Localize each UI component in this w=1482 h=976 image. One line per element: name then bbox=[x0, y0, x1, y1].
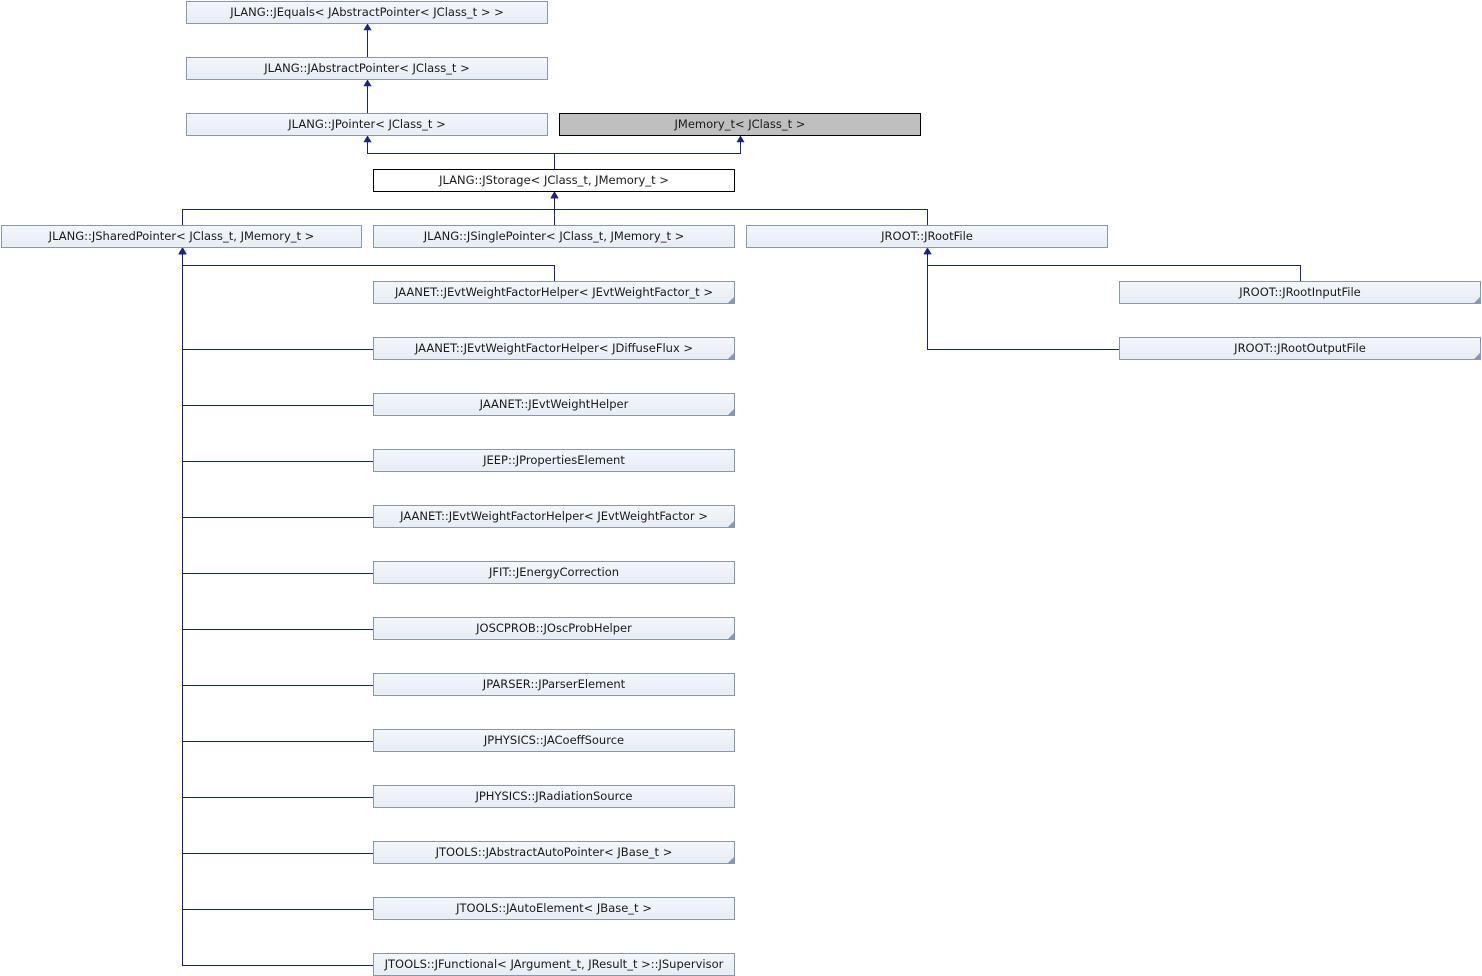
inheritance-edge bbox=[182, 254, 373, 910]
inheritance-edge bbox=[182, 254, 373, 518]
edge-arrowhead bbox=[363, 79, 372, 87]
node-jaanet-jevtweighthelper[interactable]: JAANET::JEvtWeightHelper bbox=[373, 393, 735, 416]
truncated-corner-icon bbox=[728, 409, 734, 415]
node-jroot-jrootinputfile[interactable]: JROOT::JRootInputFile bbox=[1119, 281, 1481, 304]
node-jlang-jstorage: JLANG::JStorage< JClass_t, JMemory_t > bbox=[373, 169, 735, 192]
node-jtools-jfunctional-jsupervisor[interactable]: JTOOLS::JFunctional< JArgument_t, JResul… bbox=[373, 953, 735, 976]
inheritance-edge bbox=[182, 254, 373, 686]
node-jmemory-t: JMemory_t< JClass_t > bbox=[559, 113, 921, 136]
node-label: JAANET::JEvtWeightHelper bbox=[479, 397, 629, 411]
node-label: JFIT::JEnergyCorrection bbox=[488, 565, 620, 579]
edge-arrowhead bbox=[363, 23, 372, 31]
node-jlang-jsinglepointer[interactable]: JLANG::JSinglePointer< JClass_t, JMemory… bbox=[373, 225, 735, 248]
node-jphysics-jacoeffsource[interactable]: JPHYSICS::JACoeffSource bbox=[373, 729, 735, 752]
node-label: JROOT::JRootFile bbox=[881, 229, 973, 243]
node-jtools-jabstractautopointer[interactable]: JTOOLS::JAbstractAutoPointer< JBase_t > bbox=[373, 841, 735, 864]
inheritance-edge bbox=[182, 254, 373, 854]
edge-arrowhead bbox=[923, 247, 932, 255]
node-jlang-jabstractpointer[interactable]: JLANG::JAbstractPointer< JClass_t > bbox=[186, 57, 548, 80]
inheritance-edge bbox=[927, 254, 1119, 350]
node-joscprob-joscprobhelper[interactable]: JOSCPROB::JOscProbHelper bbox=[373, 617, 735, 640]
node-label: JTOOLS::JAutoElement< JBase_t > bbox=[456, 901, 652, 915]
inheritance-edge bbox=[927, 254, 1301, 281]
node-jtools-jautoelement[interactable]: JTOOLS::JAutoElement< JBase_t > bbox=[373, 897, 735, 920]
inheritance-edge bbox=[182, 254, 555, 281]
edge-arrowhead bbox=[550, 191, 559, 199]
node-jlang-jsharedpointer[interactable]: JLANG::JSharedPointer< JClass_t, JMemory… bbox=[1, 225, 362, 248]
node-label: JROOT::JRootInputFile bbox=[1239, 285, 1361, 299]
inheritance-edge bbox=[554, 198, 928, 225]
node-jfit-jenergycorrection[interactable]: JFIT::JEnergyCorrection bbox=[373, 561, 735, 584]
node-label: JOSCPROB::JOscProbHelper bbox=[476, 621, 632, 635]
inheritance-edge bbox=[182, 254, 373, 350]
node-label: JLANG::JEquals< JAbstractPointer< JClass… bbox=[230, 5, 504, 19]
node-label: JAANET::JEvtWeightFactorHelper< JEvtWeig… bbox=[400, 509, 708, 523]
node-jaanet-jevtweightfactorhelper-jevtweightfactor[interactable]: JAANET::JEvtWeightFactorHelper< JEvtWeig… bbox=[373, 505, 735, 528]
node-jlang-jequals[interactable]: JLANG::JEquals< JAbstractPointer< JClass… bbox=[186, 1, 548, 24]
inheritance-edge bbox=[182, 254, 373, 574]
node-label: JTOOLS::JAbstractAutoPointer< JBase_t > bbox=[435, 845, 673, 859]
node-label: JTOOLS::JFunctional< JArgument_t, JResul… bbox=[384, 957, 724, 971]
edge-arrowhead bbox=[363, 135, 372, 143]
node-label: JLANG::JSharedPointer< JClass_t, JMemory… bbox=[48, 229, 315, 243]
inheritance-edge bbox=[182, 254, 373, 462]
inheritance-edge bbox=[182, 254, 373, 798]
node-label: JPARSER::JParserElement bbox=[482, 677, 626, 691]
node-label: JLANG::JPointer< JClass_t > bbox=[288, 117, 446, 131]
node-jlang-jpointer[interactable]: JLANG::JPointer< JClass_t > bbox=[186, 113, 548, 136]
edge-arrowhead bbox=[178, 247, 187, 255]
node-label: JMemory_t< JClass_t > bbox=[674, 117, 806, 131]
node-jparser-jparserelement[interactable]: JPARSER::JParserElement bbox=[373, 673, 735, 696]
truncated-corner-icon bbox=[728, 633, 734, 639]
truncated-corner-icon bbox=[728, 857, 734, 863]
node-label: JLANG::JSinglePointer< JClass_t, JMemory… bbox=[423, 229, 685, 243]
node-label: JROOT::JRootOutputFile bbox=[1234, 341, 1366, 355]
node-label: JPHYSICS::JACoeffSource bbox=[483, 733, 625, 747]
truncated-corner-icon bbox=[1474, 353, 1480, 359]
edge-arrowhead bbox=[736, 135, 745, 143]
inheritance-edge bbox=[182, 254, 373, 742]
node-jeep-jpropertieselement[interactable]: JEEP::JPropertiesElement bbox=[373, 449, 735, 472]
inheritance-edge bbox=[367, 142, 555, 169]
inheritance-edge bbox=[182, 254, 373, 406]
node-jaanet-jevtweightfactorhelper-t[interactable]: JAANET::JEvtWeightFactorHelper< JEvtWeig… bbox=[373, 281, 735, 304]
inheritance-edge bbox=[182, 198, 555, 225]
truncated-corner-icon bbox=[1474, 297, 1480, 303]
node-jaanet-jevtweightfactorhelper-jdiffuseflux[interactable]: JAANET::JEvtWeightFactorHelper< JDiffuse… bbox=[373, 337, 735, 360]
node-jphysics-jradiationsource[interactable]: JPHYSICS::JRadiationSource bbox=[373, 785, 735, 808]
truncated-corner-icon bbox=[728, 353, 734, 359]
node-label: JLANG::JAbstractPointer< JClass_t > bbox=[264, 61, 470, 75]
truncated-corner-icon bbox=[728, 521, 734, 527]
node-label: JAANET::JEvtWeightFactorHelper< JEvtWeig… bbox=[395, 285, 713, 299]
inheritance-edge bbox=[554, 142, 741, 169]
node-label: JAANET::JEvtWeightFactorHelper< JDiffuse… bbox=[414, 341, 694, 355]
node-label: JLANG::JStorage< JClass_t, JMemory_t > bbox=[439, 173, 669, 187]
node-jroot-jrootfile[interactable]: JROOT::JRootFile bbox=[746, 225, 1108, 248]
node-label: JEEP::JPropertiesElement bbox=[483, 453, 625, 467]
node-jroot-jrootoutputfile[interactable]: JROOT::JRootOutputFile bbox=[1119, 337, 1481, 360]
truncated-corner-icon bbox=[728, 297, 734, 303]
node-label: JPHYSICS::JRadiationSource bbox=[475, 789, 633, 803]
inheritance-edge bbox=[182, 254, 373, 966]
